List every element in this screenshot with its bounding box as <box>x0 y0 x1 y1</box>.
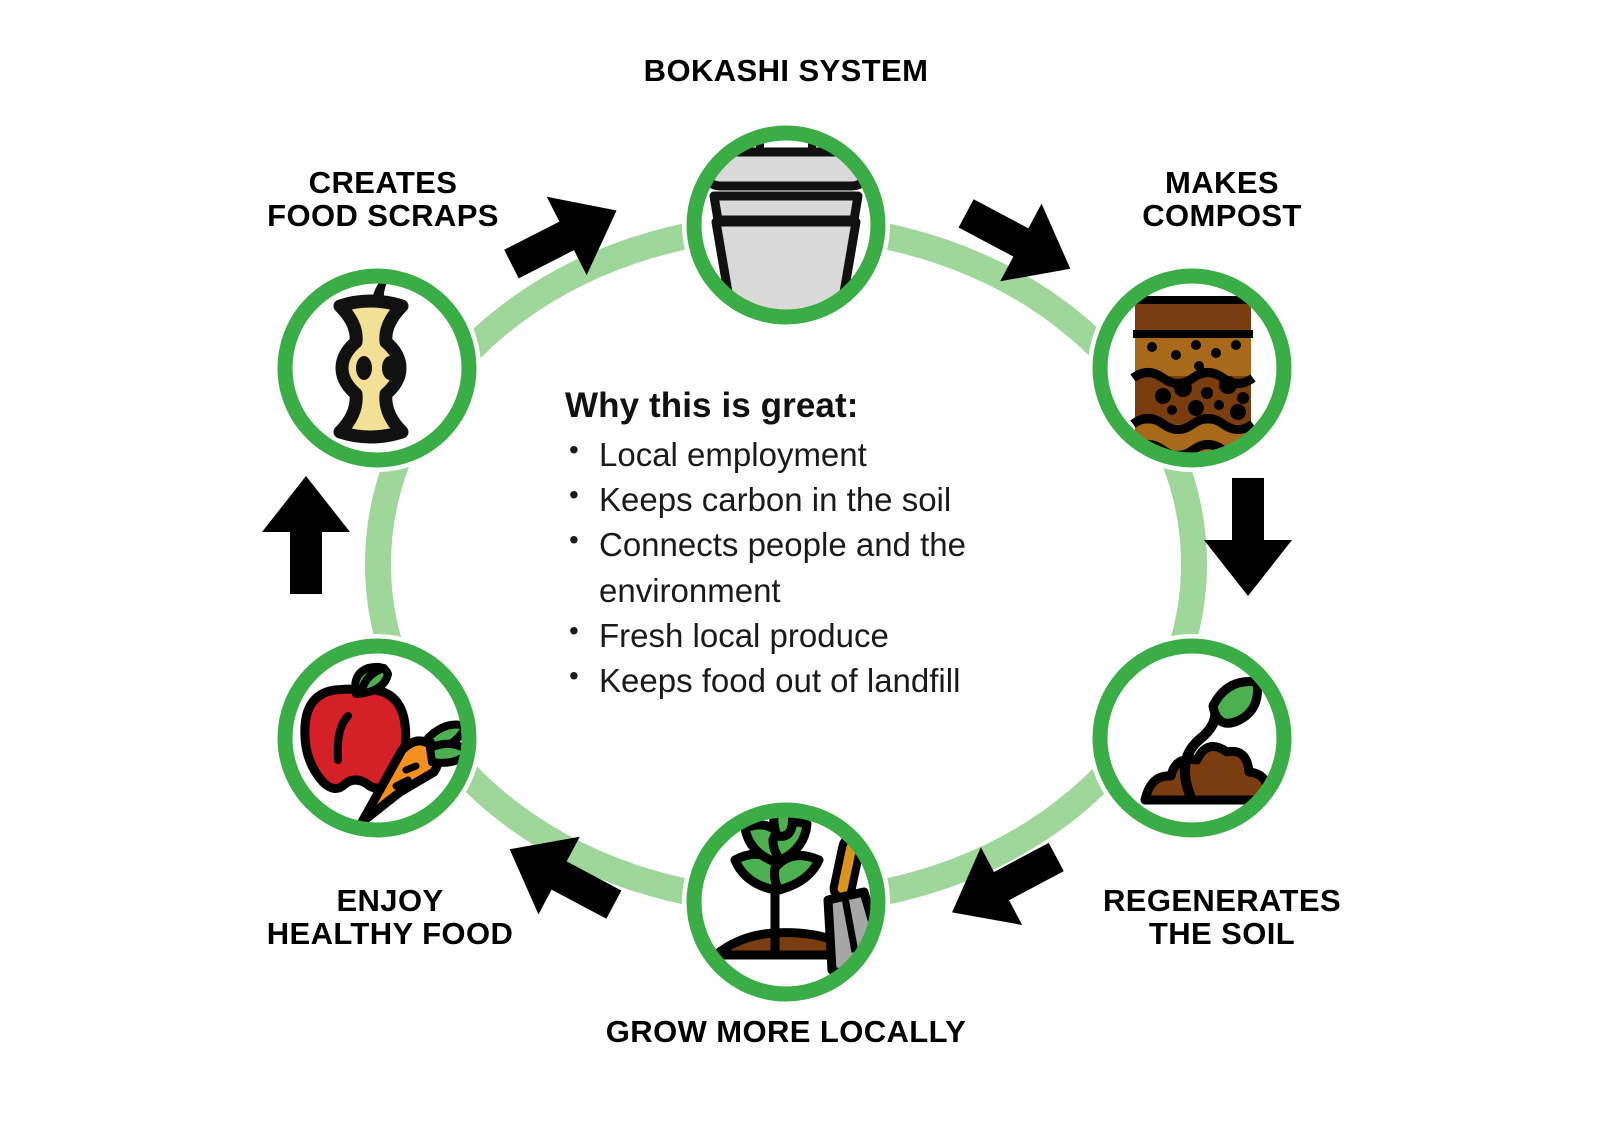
arrow-food-to-scraps <box>262 476 350 594</box>
node-ring-core <box>277 268 477 468</box>
list-item: Fresh local produce <box>565 612 1065 658</box>
node-ring-sprout <box>1092 638 1292 838</box>
node-ring-compost <box>1092 268 1292 468</box>
node-ring-plant <box>686 802 886 1002</box>
node-ring-bokashi <box>686 125 886 325</box>
arrow-compost-to-soil <box>1204 478 1292 596</box>
label-bokashi-system: BOKASHI SYSTEM <box>643 53 929 88</box>
label-enjoy-healthy-food: ENJOY HEALTHY FOOD <box>266 883 514 952</box>
label-grow-more-locally: GROW MORE LOCALLY <box>605 1014 967 1049</box>
list-item: Keeps carbon in the soil <box>565 476 1065 522</box>
arrow-scraps-to-bokashi <box>504 196 617 279</box>
label-creates-food-scraps: CREATES FOOD SCRAPS <box>267 165 499 234</box>
compost-layers-icon <box>1130 296 1256 460</box>
center-heading: Why this is great: <box>565 386 859 425</box>
flow-arrows <box>262 196 1292 925</box>
list-item: Local employment <box>565 431 1065 477</box>
list-item: Keeps food out of landfill <box>565 657 1065 703</box>
label-makes-compost: MAKES COMPOST <box>1142 165 1302 234</box>
arrow-soil-to-grow <box>952 842 1064 925</box>
arrow-bokashi-to-compost <box>958 199 1071 282</box>
benefits-list: Local employment Keeps carbon in the soi… <box>565 431 1065 703</box>
node-ring-food <box>277 638 477 838</box>
label-regenerates-the-soil: REGENERATES THE SOIL <box>1102 883 1342 952</box>
seedling-sprout-icon <box>1140 677 1273 805</box>
center-text-block: Why this is great: Local employment Keep… <box>565 386 1065 703</box>
list-item: Connects people and the environment <box>565 521 1065 612</box>
arrow-grow-to-food <box>509 836 622 919</box>
